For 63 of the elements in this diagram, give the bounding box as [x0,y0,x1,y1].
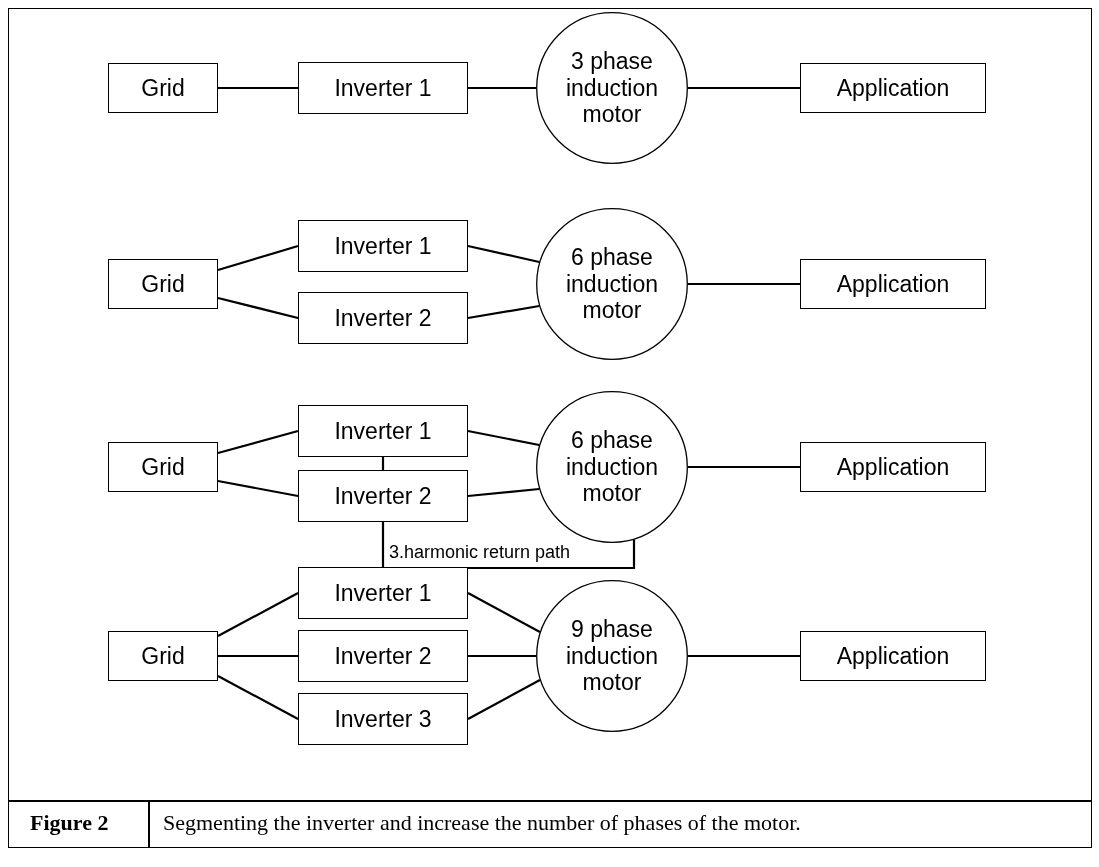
connector-line [468,654,536,658]
motor-circle [536,580,688,732]
block-box [800,631,986,681]
connector-line [218,86,298,90]
block-label: Inverter 1 [334,579,432,607]
connector-line [218,654,298,658]
connector-line [381,457,385,470]
block-box [298,220,468,272]
block-label: Grid [141,74,185,102]
block-label: 9 phase induction motor [564,616,660,696]
block-box [108,442,218,492]
block-box [298,567,468,619]
block-label: Inverter 2 [334,642,432,670]
connector-line [688,465,800,469]
block-label: Grid [141,453,185,481]
block-label: Inverter 1 [334,74,432,102]
connector-line [467,244,540,264]
motor-circle [536,208,688,360]
motor-circle [536,12,688,164]
block-box [108,63,218,113]
block-label: 3 phase induction motor [564,48,660,128]
block-label: Inverter 1 [334,417,432,445]
block-box [298,470,468,522]
connector-line [467,487,540,498]
block-box [298,693,468,745]
block-box [108,259,218,309]
block-box [800,442,986,492]
block-label: Inverter 3 [334,705,432,733]
block-label: Application [836,270,950,298]
block-box [298,405,468,457]
connector-line [468,86,536,90]
block-label: Inverter 1 [334,232,432,260]
connector-line [467,304,540,320]
block-label: Inverter 2 [334,304,432,332]
connector-line [688,282,800,286]
block-label: Application [836,74,950,102]
connector-line [217,479,299,498]
block-label: 6 phase induction motor [564,427,660,507]
connector-line [217,429,299,455]
connector-line [467,679,541,720]
block-box [298,62,468,114]
connector-line [217,675,299,720]
block-box [298,630,468,682]
block-label: Grid [141,642,185,670]
connector-line [217,244,299,272]
block-box [108,631,218,681]
connector-line [467,429,540,447]
connector-line [688,654,800,658]
block-box [800,259,986,309]
connector-line [217,296,299,320]
block-box [298,292,468,344]
motor-circle [536,391,688,543]
block-label: Application [836,453,950,481]
caption: Segmenting the inverter and increase the number of phases of the motor. [163,810,801,836]
block-label: Grid [141,270,185,298]
block-box [800,63,986,113]
block-label: 6 phase induction motor [564,244,660,324]
connector-line [688,86,800,90]
connector-line [217,592,299,637]
connector-line [467,592,541,633]
block-label: Application [836,642,950,670]
block-label: Inverter 2 [334,482,432,510]
figure-number: Figure 2 [30,810,109,836]
